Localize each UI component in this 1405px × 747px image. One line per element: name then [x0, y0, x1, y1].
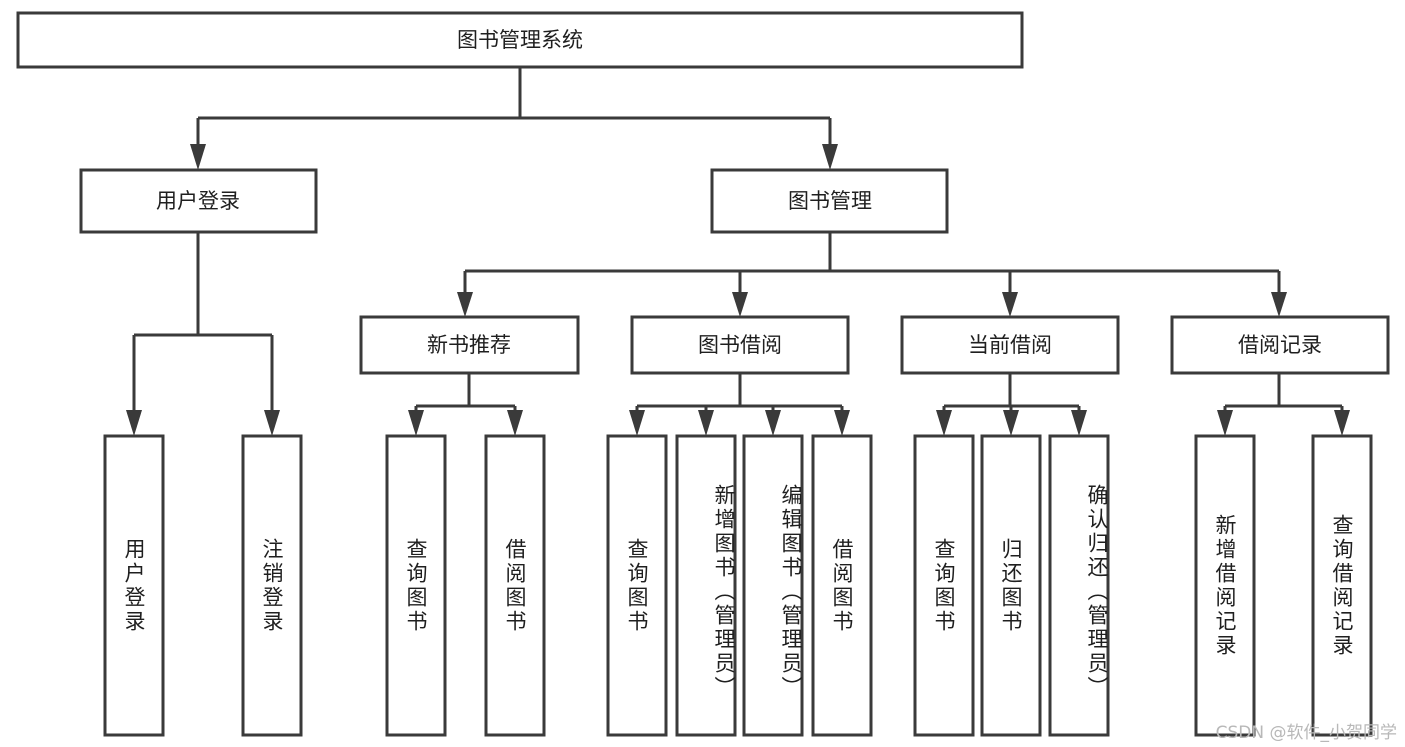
arrow-book-manage-to-current-borrow	[1002, 292, 1018, 317]
arrow-new-book-leaf-1	[408, 410, 424, 436]
leaf-box-book-borrow-4[interactable]	[811, 434, 873, 737]
node-current-borrow-label: 当前借阅	[968, 333, 1052, 357]
arrow-book-borrow-leaf-3	[765, 410, 781, 436]
connector-group-user-login	[126, 232, 280, 436]
arrow-root-to-book-manage	[822, 144, 838, 170]
node-new-book-recommend-label: 新书推荐	[427, 333, 511, 357]
arrow-borrow-record-leaf-1	[1217, 410, 1233, 436]
node-borrow-record-box[interactable]	[1170, 315, 1390, 375]
leaf-box-book-borrow-2[interactable]	[675, 434, 737, 737]
node-user-login[interactable]: 用户登录	[79, 168, 318, 234]
leaf-boxes-current-borrow	[913, 434, 1110, 737]
arrow-root-to-user-login	[190, 144, 206, 170]
leaf-boxes-borrow-record	[1194, 434, 1373, 737]
arrow-borrow-record-leaf-2	[1334, 410, 1350, 436]
node-book-manage-label: 图书管理	[788, 189, 872, 213]
node-book-borrow-box[interactable]	[630, 315, 850, 375]
arrow-current-borrow-leaf-3	[1071, 410, 1087, 436]
leaf-box-book-borrow-3[interactable]	[742, 434, 804, 737]
node-book-manage-box[interactable]	[710, 168, 949, 234]
arrow-book-manage-to-book-borrow	[732, 292, 748, 317]
leaf-box-new-book-1[interactable]	[385, 434, 447, 737]
node-new-book-recommend[interactable]: 新书推荐	[359, 315, 580, 375]
leaf-boxes-book-borrow	[606, 434, 873, 737]
node-root-box[interactable]	[16, 11, 1024, 69]
watermark-label: CSDN @软件_小贺同学	[1215, 723, 1397, 743]
leaf-boxes-new-book-recommend	[385, 434, 546, 737]
arrow-user-login-leaf-1	[126, 410, 142, 436]
leaf-box-borrow-record-2[interactable]	[1311, 434, 1373, 737]
leaf-box-current-borrow-1[interactable]	[913, 434, 975, 737]
node-book-borrow-label: 图书借阅	[698, 333, 782, 357]
connector-group-new-book-recommend	[408, 373, 523, 436]
node-root[interactable]: 图书管理系统	[16, 11, 1024, 69]
node-root-label: 图书管理系统	[457, 28, 583, 52]
node-user-login-box[interactable]	[79, 168, 318, 234]
connector-group-root	[190, 67, 838, 170]
connector-group-borrow-record	[1217, 373, 1350, 436]
node-borrow-record[interactable]: 借阅记录	[1170, 315, 1390, 375]
leaf-box-user-login-2[interactable]	[241, 434, 303, 737]
node-book-borrow[interactable]: 图书借阅	[630, 315, 850, 375]
node-book-manage[interactable]: 图书管理	[710, 168, 949, 234]
arrow-book-borrow-leaf-1	[629, 410, 645, 436]
node-user-login-label: 用户登录	[156, 189, 240, 213]
arrow-book-borrow-leaf-2	[698, 410, 714, 436]
arrow-current-borrow-leaf-1	[936, 410, 952, 436]
leaf-box-borrow-record-1[interactable]	[1194, 434, 1256, 737]
node-borrow-record-label: 借阅记录	[1238, 333, 1322, 357]
node-new-book-recommend-box[interactable]	[359, 315, 580, 375]
node-current-borrow-box[interactable]	[900, 315, 1120, 375]
arrow-book-manage-to-borrow-record	[1271, 292, 1287, 317]
node-current-borrow[interactable]: 当前借阅	[900, 315, 1120, 375]
connector-group-book-borrow	[629, 373, 850, 436]
arrow-book-manage-to-new-book	[457, 292, 473, 317]
leaf-box-user-login-1[interactable]	[103, 434, 165, 737]
arrow-user-login-leaf-2	[264, 410, 280, 436]
arrow-book-borrow-leaf-4	[834, 410, 850, 436]
leaf-box-current-borrow-3[interactable]	[1048, 434, 1110, 737]
connector-group-book-manage	[457, 232, 1287, 317]
leaf-boxes-user-login	[103, 434, 303, 737]
arrow-current-borrow-leaf-2	[1003, 410, 1019, 436]
connector-group-current-borrow	[936, 373, 1087, 436]
arrow-new-book-leaf-2	[507, 410, 523, 436]
leaf-box-new-book-2[interactable]	[484, 434, 546, 737]
leaf-box-book-borrow-1[interactable]	[606, 434, 668, 737]
leaf-box-current-borrow-2[interactable]	[980, 434, 1042, 737]
